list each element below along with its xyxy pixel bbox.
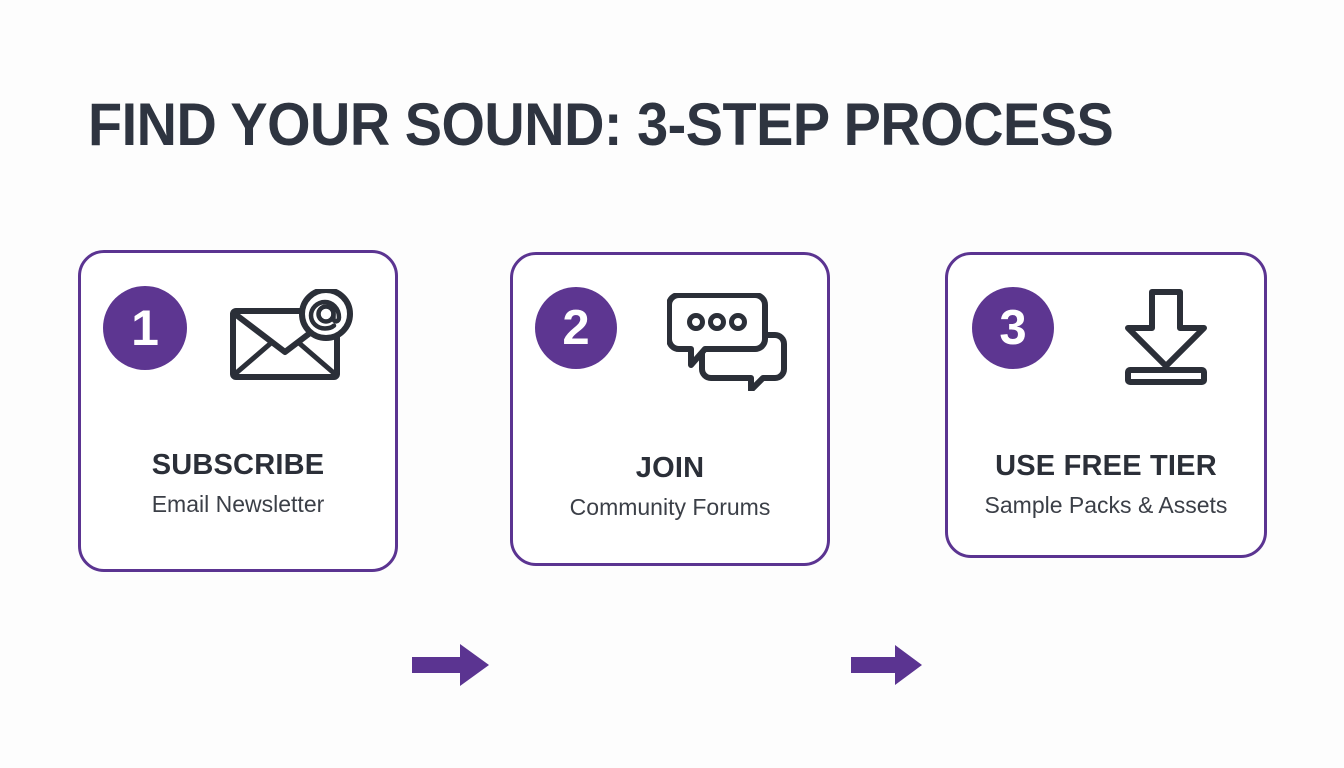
step-text-2: JOIN Community Forums: [513, 451, 827, 521]
envelope-at-icon: [230, 289, 353, 380]
step-number-badge-3: 3: [972, 287, 1054, 369]
step-subtitle-1: Email Newsletter: [151, 491, 325, 517]
steps-row: 1 SUBSCRIBE: [0, 250, 1344, 686]
step-title-3: USE FREE TIER: [995, 450, 1217, 482]
chat-bubbles-icon: [667, 293, 787, 391]
step-card-2[interactable]: 2 JOIN Community Forums: [510, 252, 830, 566]
step-icon-slot-1: [201, 289, 381, 385]
step-icon-slot-3: [1076, 287, 1256, 385]
step-card-3[interactable]: 3 USE FREE TIER Sample Packs & Assets: [945, 252, 1267, 558]
step-icon-slot-2: [639, 293, 819, 391]
step-number-badge-2: 2: [535, 287, 617, 369]
arrow-right-icon-1: [412, 644, 489, 686]
arrow-right-icon-2: [851, 645, 922, 685]
step-text-1: SUBSCRIBE Email Newsletter: [81, 448, 395, 518]
step-card-1[interactable]: 1 SUBSCRIBE: [78, 250, 398, 572]
step-subtitle-2: Community Forums: [569, 494, 771, 520]
step-title-1: SUBSCRIBE: [151, 449, 325, 481]
page-title: FIND YOUR SOUND: 3-STEP PROCESS: [88, 91, 1114, 158]
step-text-3: USE FREE TIER Sample Packs & Assets: [948, 449, 1264, 519]
step-subtitle-3: Sample Packs & Assets: [984, 492, 1228, 518]
download-icon: [1125, 289, 1207, 385]
step-title-2: JOIN: [635, 452, 705, 484]
step-number-badge-1: 1: [103, 286, 187, 370]
